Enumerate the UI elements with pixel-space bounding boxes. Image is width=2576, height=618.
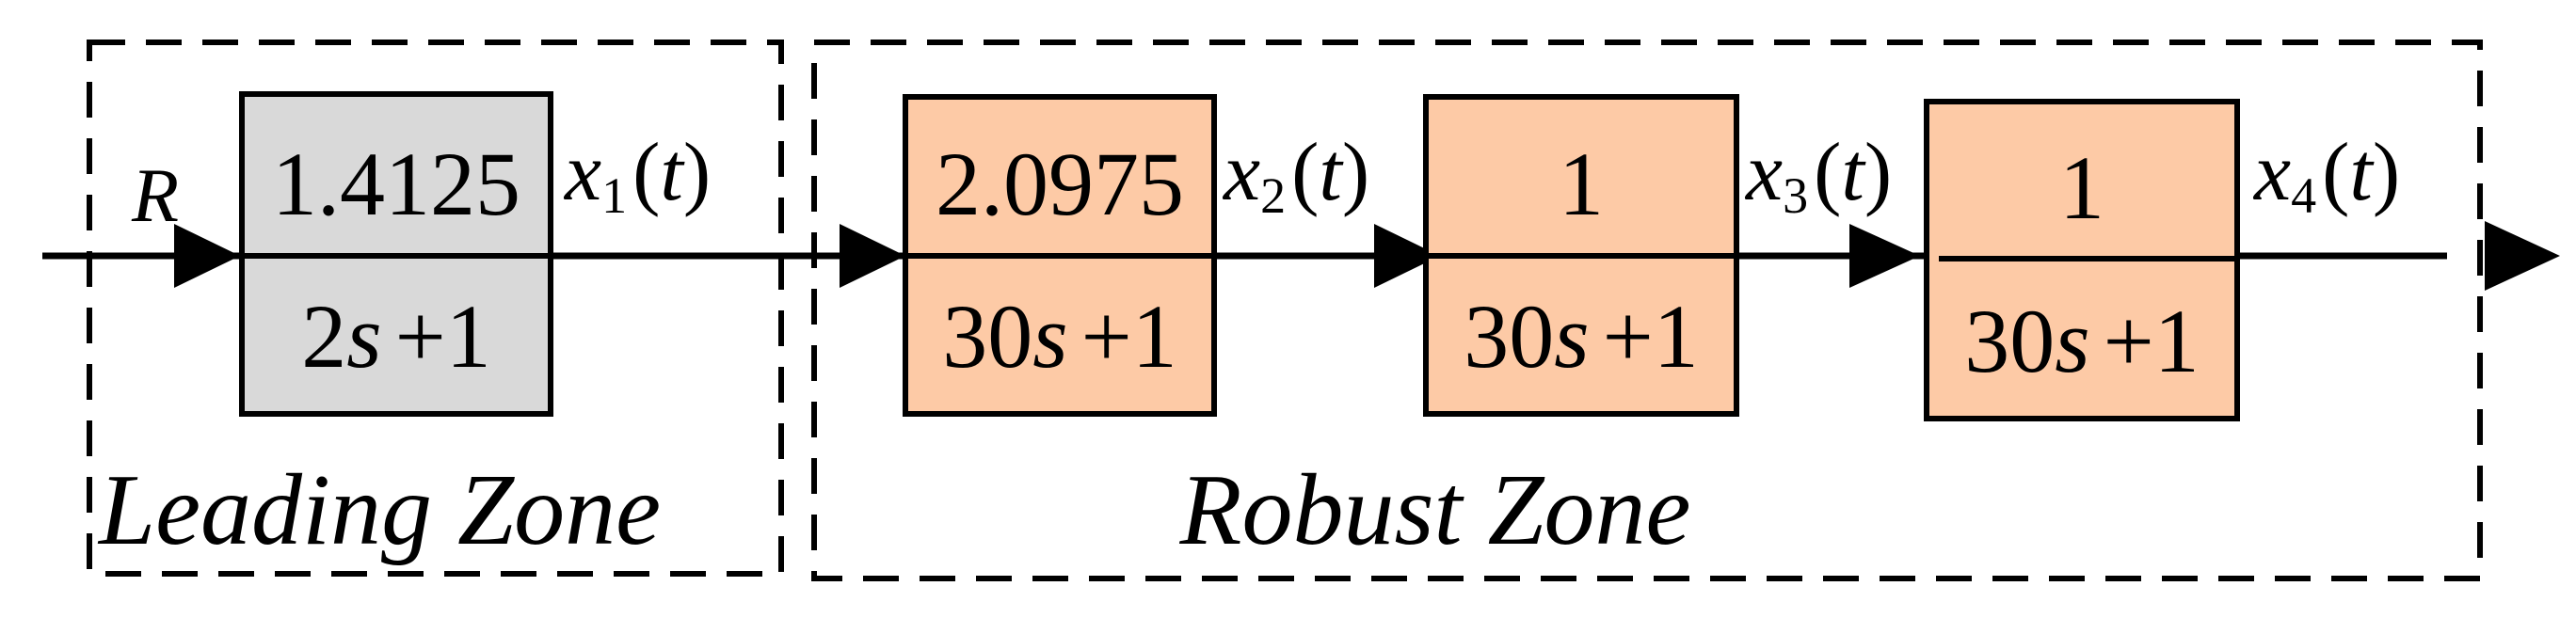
arrow-3 <box>1849 224 1920 288</box>
block-4-numerator: 1 <box>2059 137 2104 238</box>
block-2-denominator: 30s+1 <box>942 286 1177 387</box>
block-1-denominator: 2s+1 <box>301 286 491 387</box>
arrow-output <box>2485 221 2560 291</box>
block-1-numerator: 1.4125 <box>272 134 520 234</box>
block-4: 1 30s+1 <box>1924 99 2240 421</box>
block-1: 1.4125 2s+1 <box>239 91 553 417</box>
block-2: 2.0975 30s+1 <box>903 94 1217 417</box>
arrow-2 <box>1374 224 1440 288</box>
block-3: 1 30s+1 <box>1423 94 1739 417</box>
leading-zone-boundary <box>87 40 784 577</box>
signal-label-x4: x4(t) <box>2252 127 2400 224</box>
block-2-numerator: 2.0975 <box>936 134 1184 234</box>
signal-label-x3: x3(t) <box>1744 127 1892 224</box>
input-label: R <box>131 152 179 238</box>
arrow-input <box>174 224 240 288</box>
signal-label-x1: x1(t) <box>563 127 711 224</box>
leading-zone-label: Leading Zone <box>97 454 661 566</box>
block-3-numerator: 1 <box>1559 134 1604 234</box>
signal-label-x2: x2(t) <box>1222 127 1369 224</box>
block-4-denominator: 30s+1 <box>1964 291 2200 391</box>
robust-zone-label: Robust Zone <box>1178 454 1690 566</box>
block-3-denominator: 30s+1 <box>1464 286 1699 387</box>
arrow-1 <box>840 224 905 288</box>
robust-zone-boundary <box>811 40 2483 581</box>
